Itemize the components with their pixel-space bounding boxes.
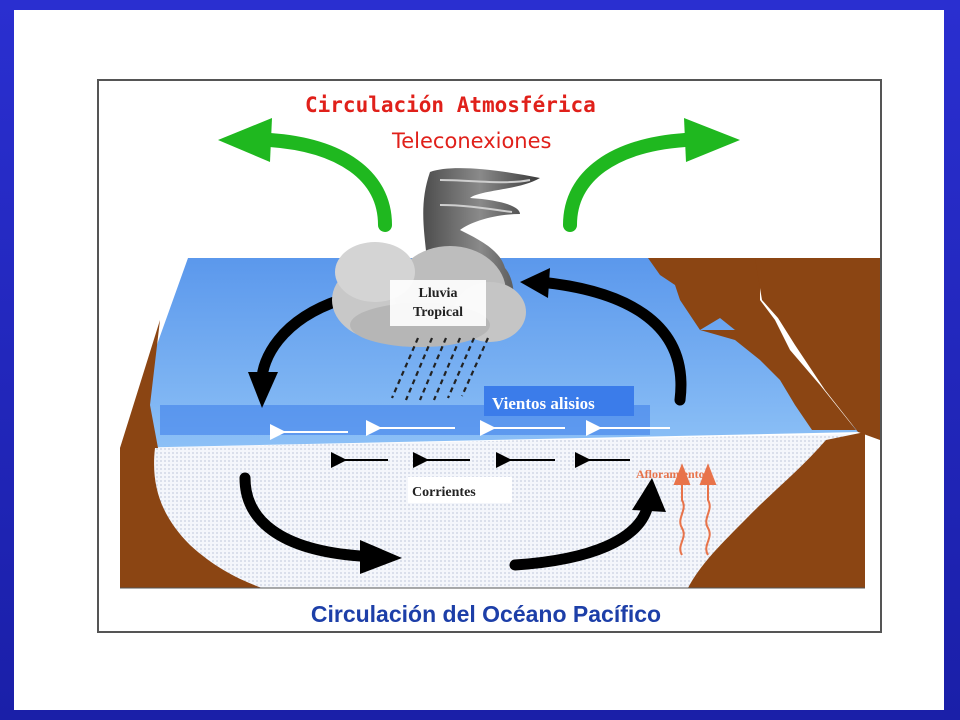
circulation-arrow-icon <box>534 276 687 406</box>
circulation-arrow-icon <box>509 499 654 571</box>
teleconnection-arrows <box>218 118 740 232</box>
green-curved-arrow-icon <box>563 133 692 232</box>
west-land-surface <box>120 320 160 448</box>
upwelling-wave-icon <box>673 463 717 556</box>
trade-winds-label: Vientos alisios <box>492 394 595 413</box>
ocean-circulation-loop <box>239 472 666 574</box>
atmosphere-title: Circulación Atmosférica <box>305 93 596 117</box>
atmospheric-circulation-loop <box>248 268 687 408</box>
rain-label-line2: Tropical <box>413 305 463 320</box>
americas-land <box>648 258 856 430</box>
currents-label: Corrientes <box>412 485 476 500</box>
rain-icon <box>390 337 490 401</box>
green-curved-arrow-icon <box>263 133 392 232</box>
trade-wind-arrows <box>270 420 670 440</box>
teleconnections-title: Teleconexiones <box>391 129 551 153</box>
west-land-section <box>120 448 262 588</box>
ocean-title: Circulación del Océano Pacífico <box>311 601 661 627</box>
ocean-cross-section <box>120 432 865 589</box>
rain-label: Lluvia <box>419 286 458 301</box>
circulation-arrow-icon <box>239 472 366 562</box>
upwelling-label: Afloramiento <box>636 467 705 481</box>
east-land-section <box>688 432 865 588</box>
